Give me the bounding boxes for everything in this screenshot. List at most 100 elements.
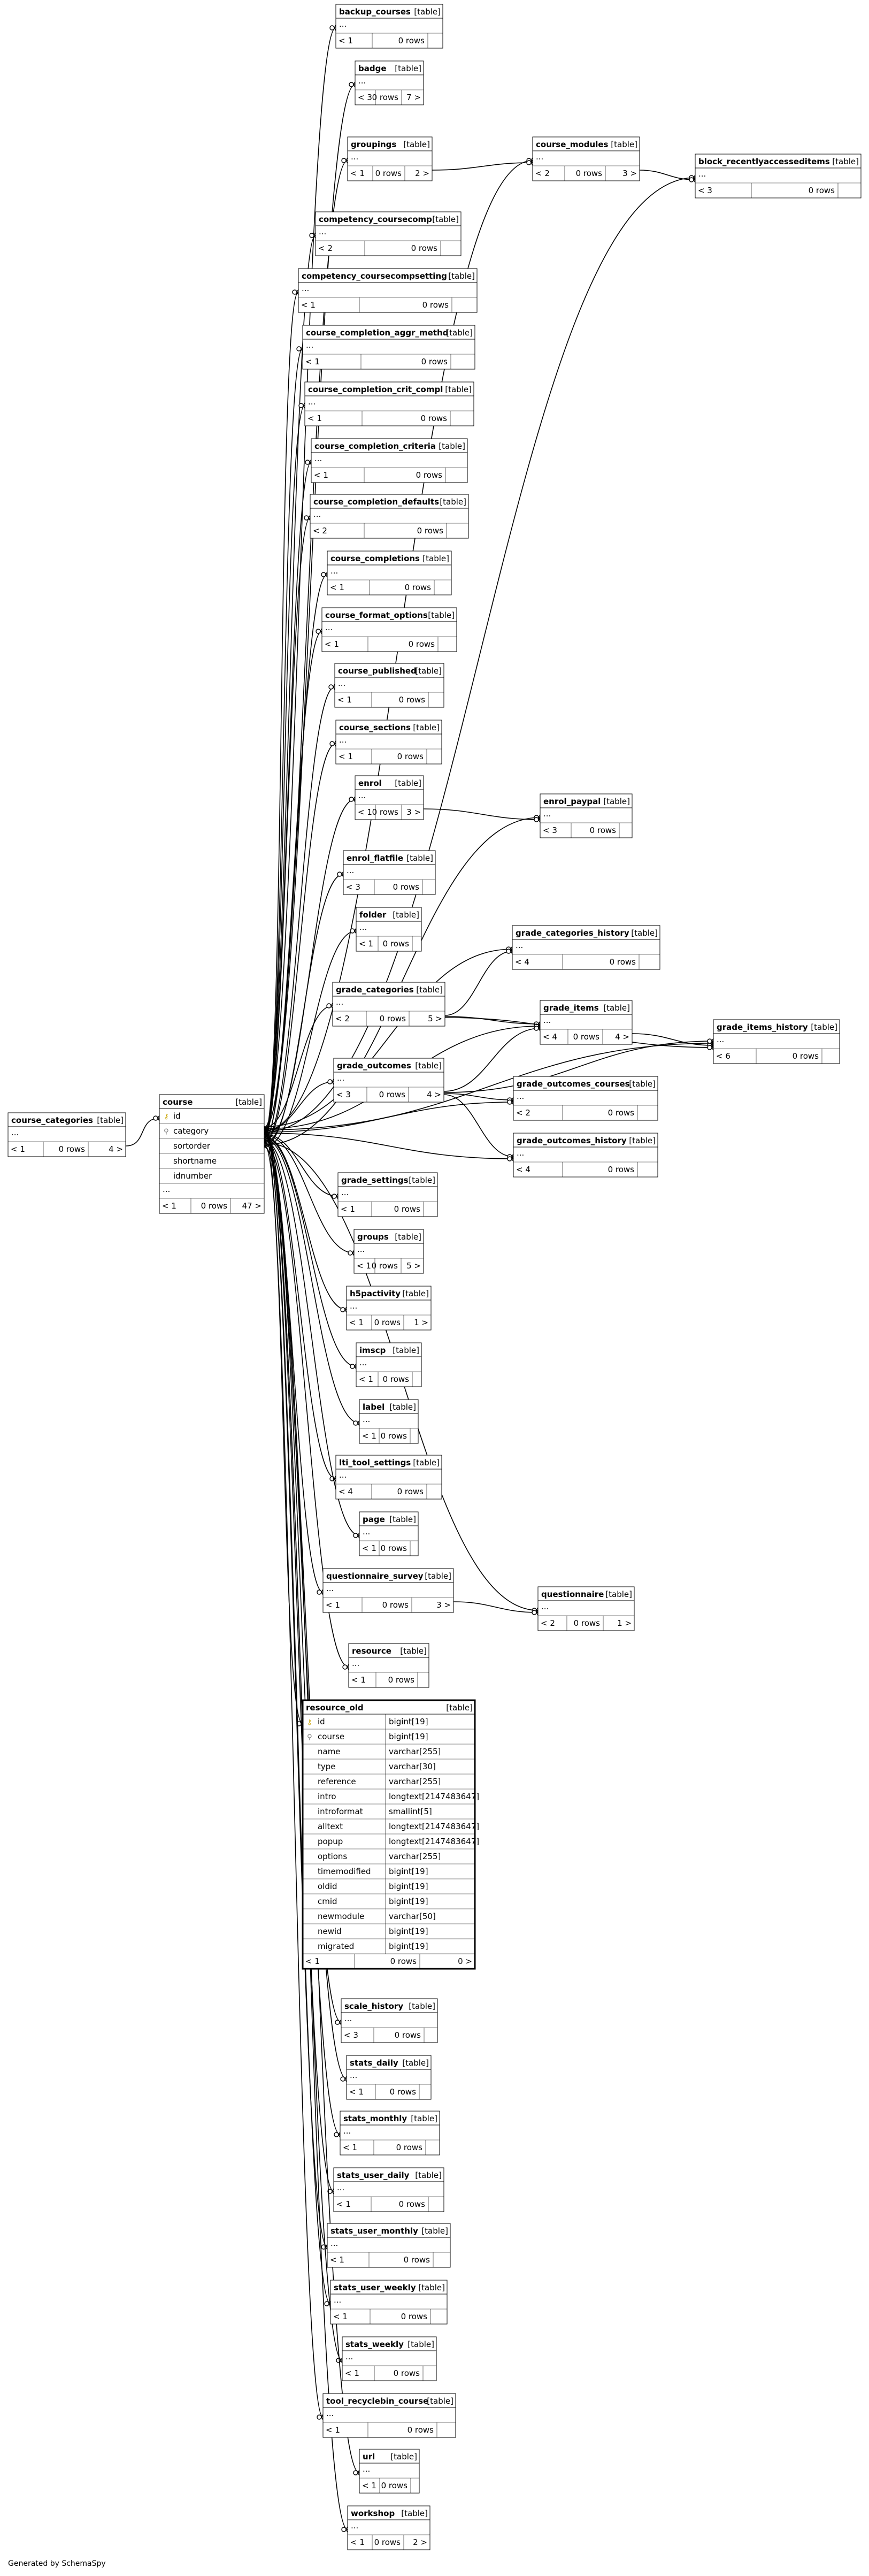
table-course[interactable]: course[table]⚷id⚲categorysortordershortn… [159, 1094, 265, 1214]
crowfoot-marker [316, 629, 321, 634]
table-name: lti_tool_settings [339, 1458, 411, 1467]
column-type: varchar[30] [389, 1762, 436, 1771]
table-tag: [table] [97, 1115, 124, 1125]
table-name: course [163, 1097, 193, 1107]
column-type: longtext[2147483647] [389, 1822, 479, 1831]
child-count: 47 > [242, 1201, 262, 1211]
table-tag: [table] [416, 985, 443, 995]
more-columns: ... [359, 1358, 367, 1367]
row-count: 0 rows [372, 807, 399, 817]
more-columns: ... [536, 152, 543, 162]
table-course-completion-crit-compl[interactable]: course_completion_crit_compl[table]...< … [304, 381, 474, 426]
table-course-completion-aggr-methd[interactable]: course_completion_aggr_methd[table]...< … [302, 325, 475, 370]
row-count: 0 rows [411, 243, 438, 253]
edge-course-to-course-format-options [264, 631, 322, 1141]
table-tag: [table] [427, 2396, 453, 2406]
parent-count: < 1 [314, 470, 328, 480]
crowfoot-marker [327, 1079, 333, 1084]
table-box [355, 60, 424, 105]
row-count: 0 rows [417, 526, 444, 536]
crowfoot-marker [341, 2527, 347, 2532]
table-box [298, 268, 478, 313]
more-columns: ... [347, 866, 354, 875]
more-columns: ... [345, 2352, 353, 2361]
table-competency-coursecompsetting[interactable]: competency_coursecompsetting[table]...< … [298, 268, 478, 313]
table-tag: [table] [395, 778, 421, 788]
more-columns: ... [306, 340, 313, 350]
table-box [334, 663, 444, 708]
table-tag: [table] [402, 1289, 429, 1298]
column-name: course [318, 1732, 344, 1741]
crowfoot-marker [507, 1099, 512, 1105]
more-columns: ... [336, 997, 343, 1007]
table-name: h5pactivity [350, 1289, 401, 1298]
table-box [356, 907, 422, 952]
table-box [359, 1399, 419, 1444]
table-tag: [table] [605, 1589, 632, 1599]
table-block-recentlyaccesseditems[interactable]: block_recentlyaccesseditems[table]...< 3… [695, 154, 862, 198]
parent-count: < 1 [350, 2537, 365, 2547]
table-name: competency_coursecompsetting [302, 271, 447, 281]
table-tag: [table] [389, 1515, 416, 1524]
parent-count: < 3 [698, 186, 712, 195]
table-box [346, 1286, 432, 1331]
table-box [540, 793, 633, 838]
column-name: newid [318, 1927, 342, 1936]
crowfoot-marker [689, 177, 694, 182]
row-count: 0 rows [409, 639, 435, 649]
table-box [322, 2393, 456, 2438]
crowfoot-marker [350, 928, 355, 934]
crowfoot-marker [334, 2132, 339, 2137]
table-box [695, 154, 862, 198]
more-columns: ... [343, 2126, 351, 2136]
table-name: course_completions [330, 554, 420, 563]
row-count: 0 rows [397, 1487, 424, 1496]
parent-count: < 1 [339, 36, 353, 45]
